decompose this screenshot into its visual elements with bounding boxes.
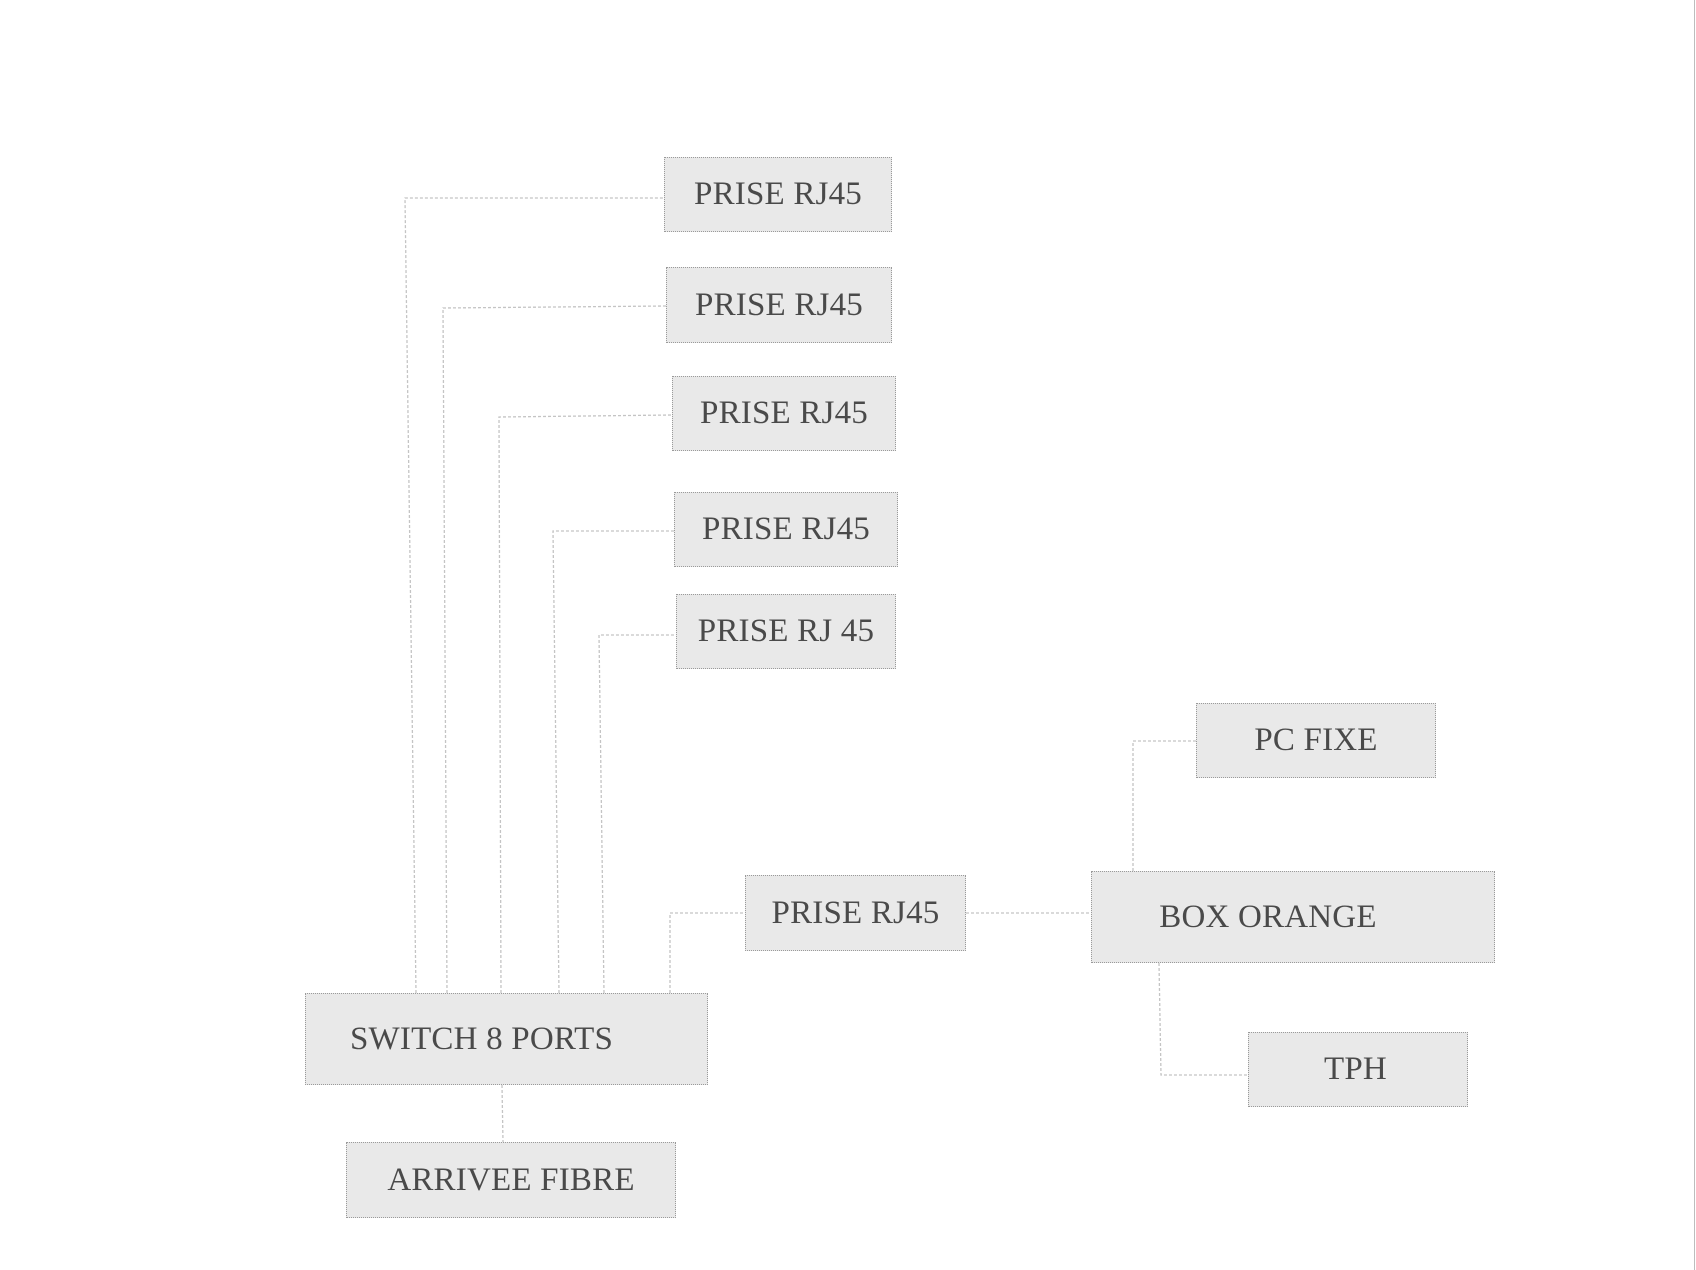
rj45-socket-box-label: PRISE RJ45 [771, 894, 940, 931]
rj45-socket-1-label: PRISE RJ45 [694, 176, 862, 212]
page-edge [1694, 0, 1695, 1270]
rj45-socket-2-label: PRISE RJ45 [695, 286, 863, 323]
switch-8-ports-label: SWITCH 8 PORTS [349, 1020, 613, 1057]
box-orange-label: BOX ORANGE [1159, 898, 1377, 935]
pc-fixe: PC FIXE [1196, 703, 1436, 778]
pc-fixe-label: PC FIXE [1254, 722, 1378, 758]
rj45-socket-box: PRISE RJ45 [745, 875, 966, 951]
tph: TPH [1248, 1032, 1468, 1107]
rj45-socket-4: PRISE RJ45 [674, 492, 898, 567]
rj45-socket-3: PRISE RJ45 [672, 376, 896, 451]
wire-switch-fibre [501, 1084, 504, 1143]
wire-switch-rj45-2 [442, 305, 667, 994]
rj45-socket-4-label: PRISE RJ45 [702, 511, 870, 547]
wire-switch-rj45-5 [598, 634, 676, 994]
rj45-socket-2: PRISE RJ45 [666, 267, 892, 343]
wire-switch-rj45-4 [552, 530, 674, 994]
tph-label: TPH [1324, 1051, 1387, 1087]
wire-box-tph [1158, 962, 1248, 1076]
rj45-socket-5-label: PRISE RJ 45 [697, 613, 875, 649]
wire-switch-rj45-3 [498, 414, 673, 994]
arrivee-fibre: ARRIVEE FIBRE [346, 1142, 676, 1218]
wire-switch-rj45-box [669, 912, 745, 993]
rj45-socket-1: PRISE RJ45 [664, 157, 892, 232]
rj45-socket-3-label: PRISE RJ45 [700, 395, 868, 431]
arrivee-fibre-label: ARRIVEE FIBRE [387, 1161, 635, 1198]
switch-8-ports: SWITCH 8 PORTS [305, 993, 708, 1085]
rj45-socket-5: PRISE RJ 45 [676, 594, 896, 669]
wire-box-pc-fixe [1132, 740, 1196, 871]
box-orange: BOX ORANGE [1091, 871, 1495, 963]
wire-switch-rj45-1 [404, 197, 664, 994]
